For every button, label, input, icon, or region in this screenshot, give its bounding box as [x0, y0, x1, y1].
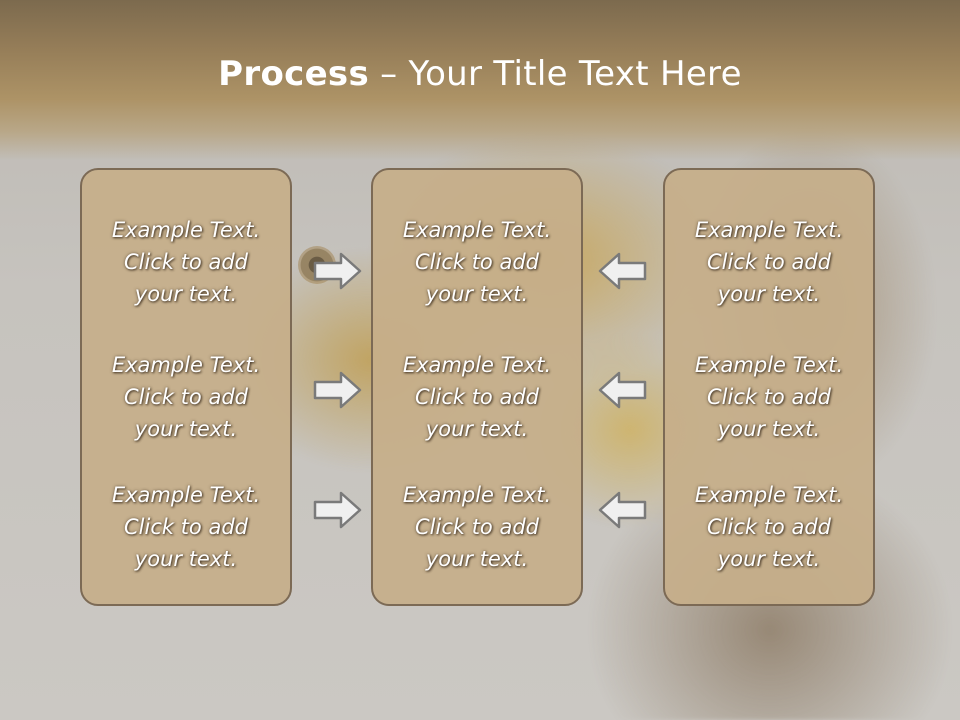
arrow-right-icon: [313, 251, 363, 291]
arrow-left-icon: [597, 370, 647, 410]
text-line: Example Text.: [402, 353, 552, 377]
slide-title[interactable]: Process – Your Title Text Here: [0, 54, 960, 94]
arrow-right-icon: [313, 370, 363, 410]
text-line: your text.: [717, 282, 821, 306]
text-line: Example Text.: [402, 218, 552, 242]
text-line: Example Text.: [111, 218, 261, 242]
arrow-left-icon: [597, 490, 647, 530]
arrow-left-icon: [597, 251, 647, 291]
text-line: Example Text.: [111, 353, 261, 377]
text-placeholder[interactable]: Example Text. Click to add your text.: [82, 214, 290, 310]
text-line: your text.: [717, 417, 821, 441]
text-box-right[interactable]: Example Text. Click to add your text. Ex…: [663, 168, 875, 606]
arrow-right-icon: [313, 490, 363, 530]
text-line: your text.: [134, 282, 238, 306]
text-line: Example Text.: [402, 483, 552, 507]
text-placeholder[interactable]: Example Text. Click to add your text.: [665, 349, 873, 445]
text-placeholder[interactable]: Example Text. Click to add your text.: [373, 479, 581, 575]
text-line: Click to add: [414, 515, 539, 539]
text-line: Example Text.: [694, 353, 844, 377]
text-placeholder[interactable]: Example Text. Click to add your text.: [82, 479, 290, 575]
text-line: your text.: [425, 282, 529, 306]
text-placeholder[interactable]: Example Text. Click to add your text.: [373, 214, 581, 310]
text-line: Click to add: [706, 250, 831, 274]
text-box-center[interactable]: Example Text. Click to add your text. Ex…: [371, 168, 583, 606]
text-line: Click to add: [123, 250, 248, 274]
text-placeholder[interactable]: Example Text. Click to add your text.: [665, 214, 873, 310]
text-line: Click to add: [414, 385, 539, 409]
header-band: [0, 0, 960, 160]
text-line: Click to add: [414, 250, 539, 274]
text-placeholder[interactable]: Example Text. Click to add your text.: [373, 349, 581, 445]
text-line: your text.: [717, 547, 821, 571]
text-line: your text.: [134, 417, 238, 441]
text-line: Example Text.: [694, 483, 844, 507]
text-placeholder[interactable]: Example Text. Click to add your text.: [665, 479, 873, 575]
text-line: Example Text.: [111, 483, 261, 507]
text-line: Example Text.: [694, 218, 844, 242]
text-line: your text.: [425, 547, 529, 571]
text-line: Click to add: [123, 385, 248, 409]
text-line: your text.: [425, 417, 529, 441]
text-line: Click to add: [706, 515, 831, 539]
text-line: your text.: [134, 547, 238, 571]
title-bold: Process: [218, 54, 370, 94]
text-box-left[interactable]: Example Text. Click to add your text. Ex…: [80, 168, 292, 606]
text-line: Click to add: [123, 515, 248, 539]
text-placeholder[interactable]: Example Text. Click to add your text.: [82, 349, 290, 445]
text-line: Click to add: [706, 385, 831, 409]
title-rest: – Your Title Text Here: [369, 54, 742, 94]
